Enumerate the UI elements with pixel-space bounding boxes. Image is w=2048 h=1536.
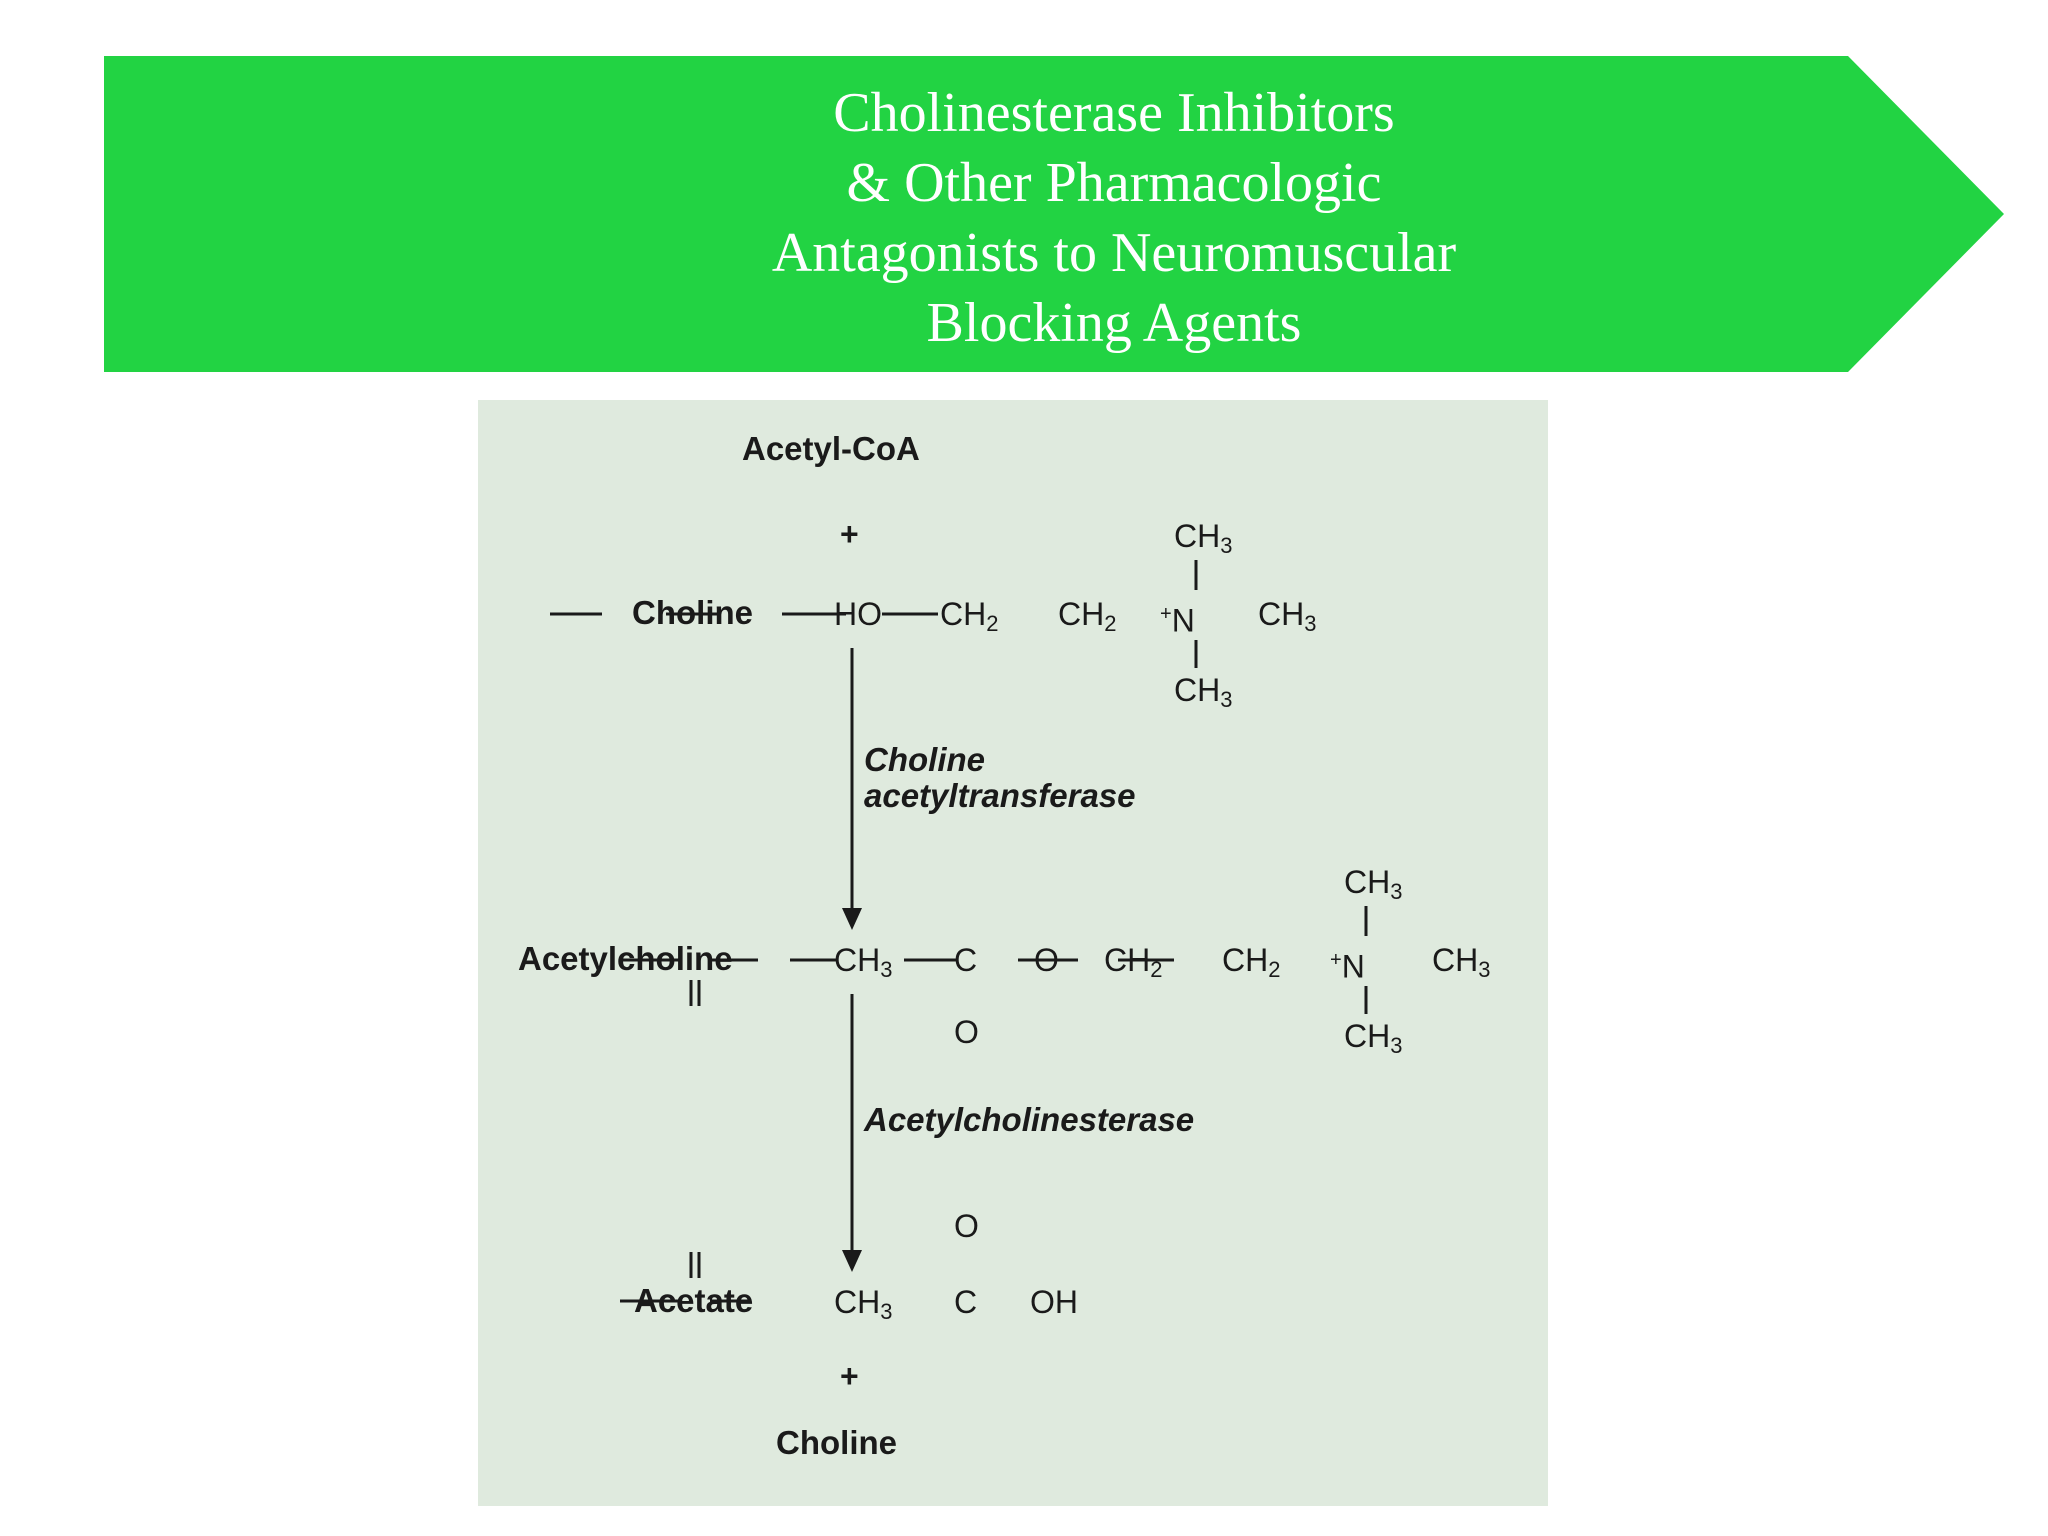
choline-label: Choline — [632, 594, 753, 631]
banner-arrow-shape — [104, 56, 2004, 372]
choline-nitrogen: +N — [1160, 602, 1195, 639]
arrow-head — [842, 908, 862, 930]
title-line-2: & Other Pharmacologic — [846, 152, 1382, 214]
ach-carbonyl-oxygen: O — [954, 1014, 979, 1050]
final-choline-label: Choline — [776, 1424, 897, 1461]
choline-ch3-bottom: CH3 — [1174, 672, 1233, 712]
ach-ch3-bottom: CH3 — [1344, 1018, 1403, 1058]
acetylcholine-pathway-diagram: Acetyl-CoA + Choline HO CH2 CH2 +N CH3 C… — [478, 400, 1548, 1506]
ach-ch3: CH3 — [834, 942, 893, 982]
acetate-carbon: C — [954, 1284, 978, 1320]
ach-ch3-top: CH3 — [1344, 864, 1403, 904]
title-line-4: Blocking Agents — [926, 292, 1302, 354]
choline-ch2-a: CH2 — [940, 596, 999, 636]
diagram-lines — [550, 560, 1368, 1303]
acetate-oh: OH — [1030, 1284, 1078, 1320]
ach-carbon: C — [954, 942, 978, 978]
acetylcholine-label: Acetylcholine — [518, 940, 733, 977]
title-line-3: Antagonists to Neuromuscular — [771, 222, 1457, 284]
ach-oxygen: O — [1034, 942, 1059, 978]
ach-ch2-a: CH2 — [1104, 942, 1163, 982]
acetate-carbonyl-oxygen: O — [954, 1208, 979, 1244]
enzyme-acetylcholinesterase: Acetylcholinesterase — [864, 1101, 1195, 1138]
ach-nitrogen: +N — [1330, 948, 1365, 985]
choline-ch3-right: CH3 — [1258, 596, 1317, 636]
enzyme-choline-acetyltransferase-line-1: Choline — [864, 741, 985, 778]
ach-ch3-right: CH3 — [1432, 942, 1491, 982]
enzyme-choline-acetyltransferase-line-2: acetyltransferase — [864, 777, 1136, 814]
choline-ch3-top: CH3 — [1174, 518, 1233, 558]
slide-title: Cholinesterase Inhibitors & Other Pharma… — [584, 78, 1644, 358]
acetate-label: Acetate — [634, 1282, 754, 1319]
title-line-1: Cholinesterase Inhibitors — [833, 82, 1395, 144]
plus-sign: + — [840, 516, 859, 552]
choline-ch2-b: CH2 — [1058, 596, 1117, 636]
plus-sign-2: + — [840, 1358, 859, 1394]
choline-ho: HO — [834, 596, 882, 632]
arrow-head — [842, 1250, 862, 1272]
acetate-ch3: CH3 — [834, 1284, 893, 1324]
acetyl-coa-label: Acetyl-CoA — [742, 430, 920, 467]
ach-ch2-b: CH2 — [1222, 942, 1281, 982]
title-banner: Cholinesterase Inhibitors & Other Pharma… — [104, 56, 2004, 372]
